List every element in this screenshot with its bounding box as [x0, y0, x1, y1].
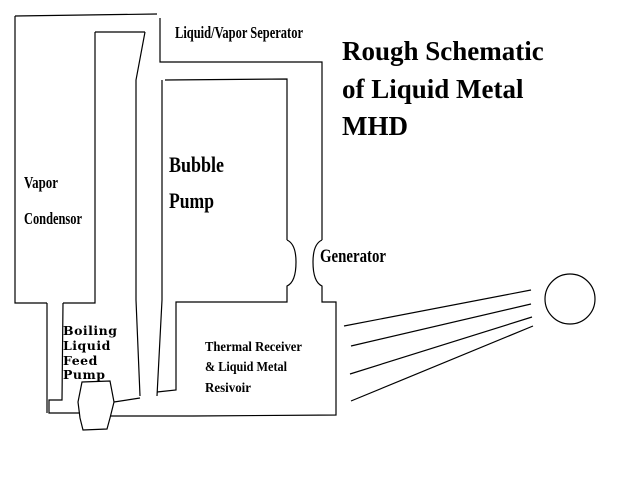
title-line2: of Liquid Metal [342, 74, 524, 104]
generator-label: Generator [320, 246, 386, 267]
receiver-label-line2: & Liquid Metal [205, 360, 287, 375]
condensor-label-line1: Vapor [24, 173, 58, 192]
condensor-label-line2: Condensor [24, 209, 82, 228]
feed-pump-label-line1: Boiling [63, 323, 117, 338]
light-rays [343, 289, 534, 402]
title-line1: Rough Schematic [342, 36, 544, 66]
receiver-label-line3: Resivoir [205, 381, 251, 396]
generator-coils [110, 239, 337, 417]
sun-circle [544, 273, 596, 325]
feed-pump-label-line3: Feed [63, 353, 98, 368]
feed-pump-label-line2: Liquid [63, 338, 111, 353]
feed-pump-channel [46, 302, 141, 414]
separator-label: Liquid/Vapor Seperator [175, 23, 303, 42]
bubble-pump-label-line2: Pump [169, 188, 214, 213]
pump-body [77, 380, 115, 431]
vapor-condensor-outline [14, 13, 158, 397]
bubble-pump-label-line1: Bubble [169, 152, 224, 177]
feed-pump-label-line4: Pump [63, 367, 105, 382]
title-line3: MHD [342, 111, 408, 141]
liquid-vapor-separator [156, 18, 323, 397]
receiver-label-line1: Thermal Receiver [205, 340, 302, 355]
